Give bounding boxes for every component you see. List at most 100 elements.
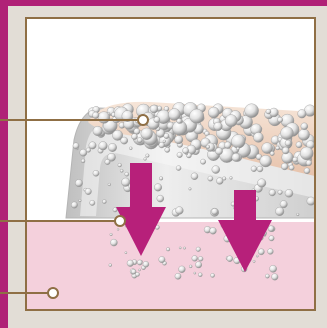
bubble-particle-icon	[194, 272, 196, 274]
bubble-particle-icon	[176, 207, 184, 215]
bubble-particle-icon	[272, 274, 279, 281]
bubble-particle-icon	[280, 201, 287, 208]
bubble-particle-icon	[102, 200, 106, 204]
bubble-particle-icon	[251, 166, 257, 172]
bubble-particle-icon	[110, 233, 113, 236]
bubble-particle-icon	[210, 227, 217, 234]
bubble-particle-icon	[135, 272, 139, 276]
bubble-particle-icon	[113, 208, 117, 212]
bubble-particle-icon	[301, 123, 308, 130]
bubble-particle-icon	[225, 115, 237, 127]
bubble-particle-icon	[307, 197, 315, 205]
bubble-particle-icon	[200, 159, 205, 164]
bubble-particle-icon	[231, 135, 245, 149]
bubble-particle-icon	[159, 177, 163, 181]
bubble-particle-icon	[232, 153, 240, 161]
bubble-particle-icon	[110, 239, 117, 246]
bubble-particle-icon	[300, 147, 313, 160]
bubble-particle-icon	[108, 143, 116, 151]
bubble-particle-icon	[212, 166, 220, 174]
bubble-particle-icon	[166, 248, 170, 252]
bubble-particle-icon	[289, 165, 294, 170]
bubble-particle-icon	[277, 117, 282, 122]
bubble-particle-icon	[281, 163, 288, 170]
bubble-particle-icon	[175, 136, 183, 144]
bubble-particle-icon	[222, 177, 226, 181]
bubble-particle-icon	[163, 140, 166, 143]
bubble-particle-icon	[146, 154, 150, 158]
bubble-particle-icon	[190, 109, 204, 123]
bubble-particle-icon	[230, 177, 233, 180]
bubble-particle-icon	[253, 260, 255, 262]
bubble-particle-icon	[144, 158, 147, 161]
bubble-particle-icon	[281, 127, 294, 140]
bubble-particle-icon	[79, 199, 82, 202]
bubble-particle-icon	[215, 148, 222, 155]
bubble-particle-icon	[90, 200, 95, 205]
bubble-particle-icon	[216, 178, 223, 185]
bubble-particle-icon	[125, 252, 127, 254]
bubble-particle-icon	[256, 255, 258, 257]
bubble-particle-icon	[75, 179, 82, 186]
bubble-particle-icon	[120, 169, 123, 172]
bubble-particle-icon	[93, 170, 99, 176]
bubble-particle-icon	[93, 126, 103, 136]
bubble-particle-icon	[253, 132, 263, 142]
bubble-particle-icon	[154, 184, 162, 192]
bubble-particle-icon	[198, 273, 202, 277]
bubble-particle-icon	[270, 151, 274, 155]
bubble-particle-icon	[212, 208, 218, 214]
bubble-particle-icon	[208, 107, 219, 118]
bubble-particle-icon	[265, 274, 269, 278]
bubble-particle-icon	[298, 110, 307, 119]
bubble-particle-icon	[269, 236, 274, 241]
bubble-particle-icon	[80, 149, 87, 156]
bubble-particle-icon	[150, 105, 158, 113]
bubble-particle-icon	[177, 152, 183, 158]
bubble-particle-icon	[195, 262, 201, 268]
bubble-particle-icon	[270, 265, 277, 272]
bubble-particle-icon	[183, 247, 185, 249]
circle-marker-icon	[115, 216, 125, 226]
bubble-particle-icon	[99, 142, 108, 151]
bubble-particle-icon	[164, 133, 169, 138]
bubble-particle-icon	[257, 179, 266, 188]
bubble-particle-icon	[129, 147, 132, 150]
bubble-particle-icon	[154, 117, 160, 123]
bubble-particle-icon	[183, 148, 189, 154]
bubble-particle-icon	[108, 183, 111, 186]
bubble-particle-icon	[109, 264, 112, 267]
bubble-particle-icon	[81, 159, 85, 163]
bubble-particle-icon	[189, 265, 192, 268]
top-accent-band	[0, 0, 327, 6]
bubble-particle-icon	[137, 260, 142, 265]
bubble-particle-icon	[269, 189, 276, 196]
bubble-particle-icon	[236, 147, 239, 150]
bubble-particle-icon	[268, 226, 274, 232]
bubble-particle-icon	[71, 202, 77, 208]
bubble-particle-icon	[208, 176, 213, 181]
bubble-particle-icon	[285, 189, 293, 197]
bubble-particle-icon	[285, 140, 291, 146]
bubble-particle-icon	[214, 122, 223, 131]
bubble-particle-icon	[224, 142, 231, 149]
bubble-particle-icon	[278, 190, 283, 195]
left-accent-band	[0, 0, 8, 328]
bubble-particle-icon	[257, 166, 263, 172]
bubble-particle-icon	[304, 168, 310, 174]
bubble-particle-icon	[175, 273, 181, 279]
bubble-particle-icon	[98, 112, 110, 124]
bubble-particle-icon	[85, 188, 91, 194]
bubble-particle-icon	[306, 160, 312, 166]
bubble-particle-icon	[245, 104, 259, 118]
bubble-particle-icon	[192, 256, 198, 262]
bubble-particle-icon	[143, 261, 149, 267]
bubble-particle-icon	[92, 112, 99, 119]
bubble-particle-icon	[117, 228, 119, 230]
bubble-particle-icon	[179, 247, 181, 249]
bubble-particle-icon	[196, 247, 201, 252]
bubble-particle-icon	[86, 148, 91, 153]
bubble-particle-icon	[176, 166, 181, 171]
bubble-particle-icon	[297, 213, 300, 216]
bubble-particle-icon	[191, 173, 198, 180]
